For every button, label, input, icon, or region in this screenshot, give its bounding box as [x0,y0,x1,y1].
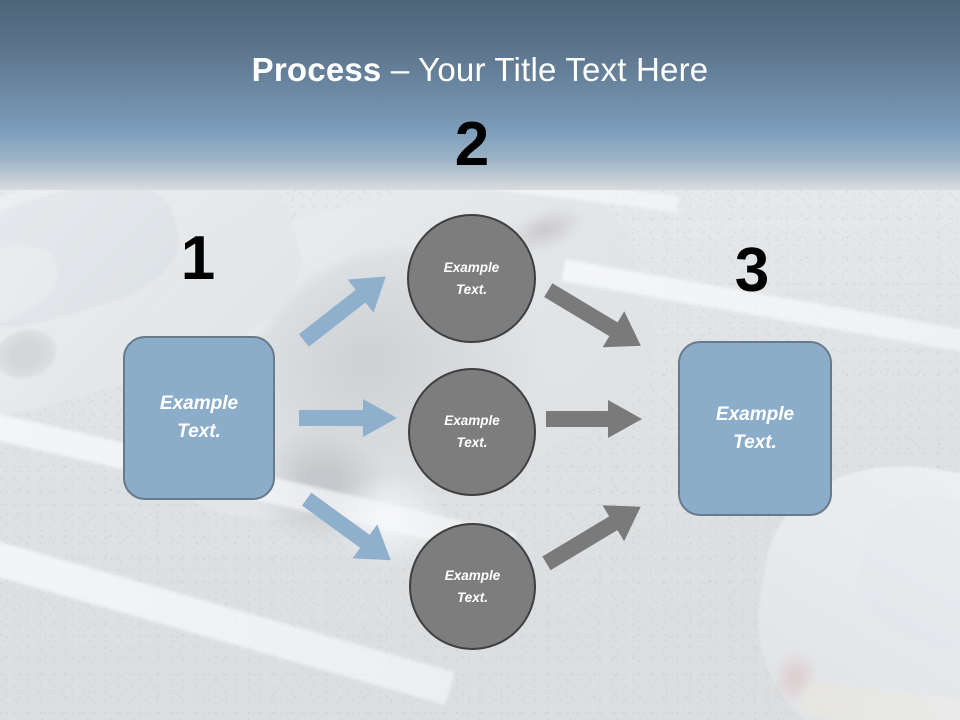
process-circle-1-line1: Example [443,259,500,275]
background-sky-gradient [0,0,960,190]
process-circle-2-line2: Text. [456,435,488,450]
arrow-gray-down-right [540,283,656,352]
slide-title-strong: Process [251,51,382,88]
process-circle-3-line1: Example [444,567,501,583]
slide-title-light: – Your Title Text Here [381,51,709,88]
step-number-2: 2 [454,110,490,179]
step-1-box[interactable]: Example Text. [123,336,275,500]
process-circle-2[interactable]: Example Text. [408,368,536,496]
step-1-label-line1: Example [159,393,239,414]
process-circle-3-line2: Text. [456,589,488,605]
arrow-blue-right [299,398,399,438]
step-number-3: 3 [734,236,770,305]
process-circle-2-line1: Example [444,413,500,428]
step-3-box[interactable]: Example Text. [678,341,832,516]
arrow-blue-down-right [296,492,408,564]
arrow-gray-right [546,400,644,438]
arrow-blue-up-right [292,276,404,347]
arrow-gray-up-right [538,500,656,571]
slide-title: Process – Your Title Text Here [0,50,960,90]
process-circle-1-line2: Text. [455,281,487,297]
process-circle-3[interactable]: Example Text. [409,523,536,650]
step-3-label-line1: Example [715,403,795,425]
step-number-1: 1 [180,224,216,293]
step-1-label-line2: Text. [177,421,221,442]
step-3-label-line2: Text. [733,431,777,453]
process-circle-1[interactable]: Example Text. [407,214,536,343]
